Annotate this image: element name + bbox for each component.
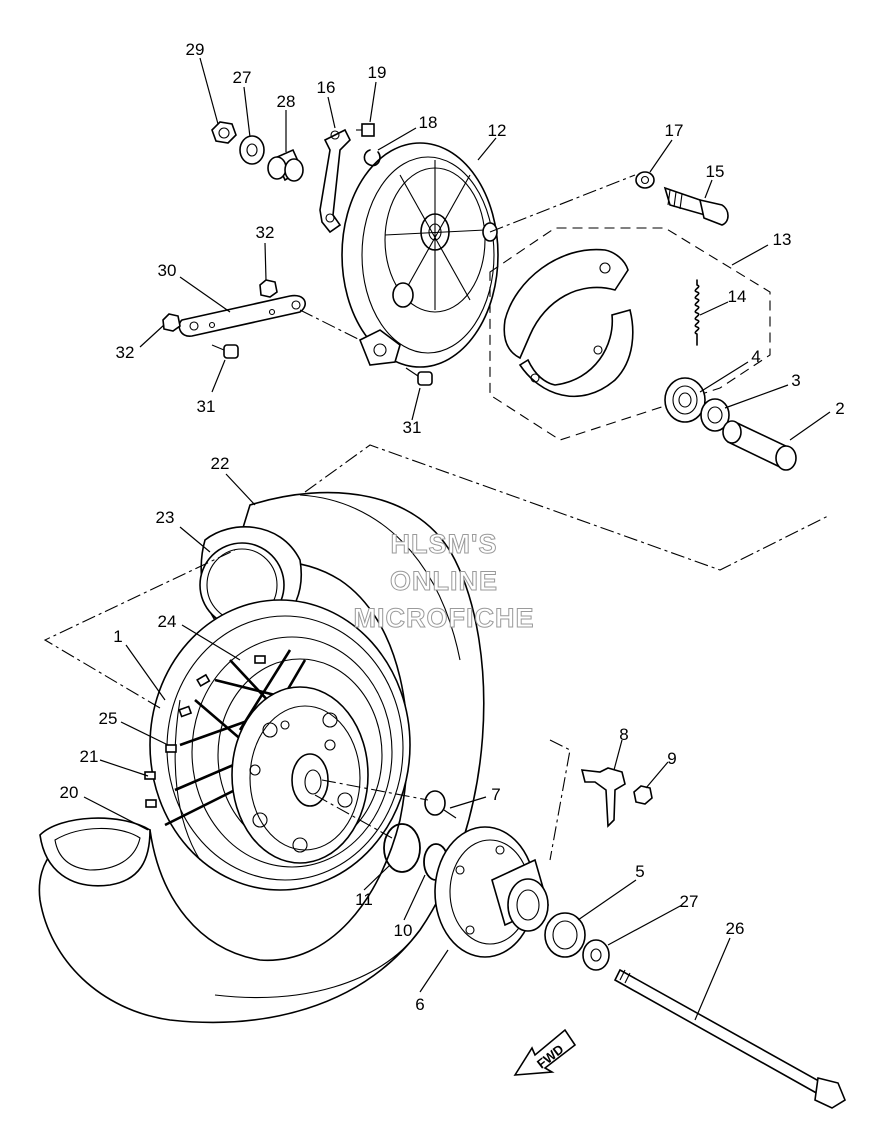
callout-32-upper: 32 <box>256 223 275 242</box>
callout-32-lower: 32 <box>116 343 135 362</box>
callout-30: 30 <box>158 261 177 280</box>
bolt-31-left <box>211 344 239 359</box>
nut-32-lower <box>162 313 181 332</box>
callout-21: 21 <box>80 747 99 766</box>
assembly-lines <box>43 174 831 861</box>
clutch-hub-6 <box>434 826 549 958</box>
washer-27-lower <box>582 939 610 971</box>
bearing-5 <box>544 912 586 958</box>
callout-27-lower: 27 <box>680 892 699 911</box>
watermark-line-2: ONLINE <box>390 566 498 596</box>
o-ring-11 <box>383 823 421 873</box>
tension-bar <box>178 294 306 337</box>
brake-camshaft <box>663 186 729 226</box>
watermark-line-1: HLSM'S <box>391 529 498 559</box>
callout-2: 2 <box>835 399 844 418</box>
callout-18: 18 <box>419 113 438 132</box>
leader-lines <box>83 57 831 1021</box>
callout-24: 24 <box>158 612 177 631</box>
oil-seal-3 <box>700 398 730 432</box>
callout-7: 7 <box>491 785 500 804</box>
callout-6: 6 <box>415 995 424 1014</box>
nut-32-upper <box>259 279 278 298</box>
callout-27-top: 27 <box>233 68 252 87</box>
callout-5: 5 <box>635 862 644 881</box>
callout-22: 22 <box>211 454 230 473</box>
callout-20: 20 <box>60 783 79 802</box>
spacer-2 <box>722 420 797 471</box>
callout-14: 14 <box>728 287 747 306</box>
callout-9: 9 <box>667 749 676 768</box>
callout-15: 15 <box>706 162 725 181</box>
bolt-31-right <box>405 367 433 386</box>
callout-12: 12 <box>488 121 507 140</box>
callout-28: 28 <box>277 92 296 111</box>
hub <box>231 686 369 864</box>
brake-panel <box>341 142 499 368</box>
bearing-4 <box>664 377 706 423</box>
forward-arrow: FWD <box>513 1028 577 1076</box>
callout-16: 16 <box>317 78 336 97</box>
watermark-line-3: MICROFICHE <box>354 603 535 633</box>
damper-pin-7 <box>424 790 457 819</box>
callout-8: 8 <box>619 725 628 744</box>
nut-9 <box>633 785 653 805</box>
callout-23: 23 <box>156 508 175 527</box>
callout-29: 29 <box>186 40 205 59</box>
collar-28 <box>267 148 304 182</box>
callout-11: 11 <box>355 890 373 909</box>
watermark: HLSM'S ONLINE MICROFICHE <box>353 529 535 634</box>
lock-plate-8 <box>580 767 626 828</box>
nut-29 <box>211 121 237 144</box>
brake-spring <box>694 279 700 346</box>
callout-1: 1 <box>113 627 122 646</box>
axle-26 <box>613 968 846 1109</box>
brake-shoe-set <box>489 227 771 441</box>
callout-19: 19 <box>368 63 387 82</box>
spoke-nipples <box>144 655 266 808</box>
callout-31-left: 31 <box>197 397 216 416</box>
callout-3: 3 <box>791 371 800 390</box>
callout-4: 4 <box>751 347 760 366</box>
callout-13: 13 <box>773 230 792 249</box>
callout-17: 17 <box>665 121 684 140</box>
callout-numbers: 29 27 28 16 19 18 12 17 15 13 14 4 3 2 3… <box>60 40 845 1014</box>
washer-17 <box>635 171 655 189</box>
brake-arm <box>319 128 351 234</box>
bolt-19 <box>356 123 375 137</box>
callout-25: 25 <box>99 709 118 728</box>
callout-10: 10 <box>394 921 413 940</box>
circlip-18 <box>363 149 381 167</box>
washer-27-top <box>239 135 265 165</box>
callout-26: 26 <box>726 919 745 938</box>
callout-31-right: 31 <box>403 418 422 437</box>
